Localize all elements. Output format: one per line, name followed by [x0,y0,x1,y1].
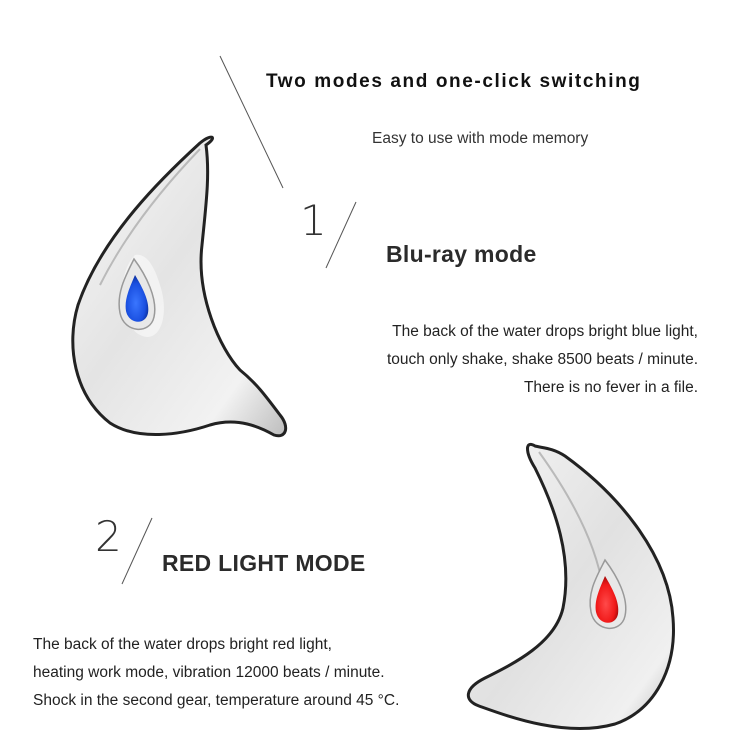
page-subheadline: Easy to use with mode memory [372,130,589,147]
description-line: heating work mode, vibration 12000 beats… [33,664,385,681]
blue-led-icon [118,257,156,331]
mode-number-1: 1 [300,196,327,245]
description-line: touch only shake, shake 8500 beats / min… [386,351,698,368]
page-headline: Two modes and one-click switching [266,71,642,92]
description-line: Shock in the second gear, temperature ar… [33,692,400,709]
mode-description-blu-ray: The back of the water drops bright blue … [387,318,698,402]
gua-sha-device-red-icon [467,443,675,730]
mode-title-blu-ray: Blu-ray mode [386,241,537,267]
mode-number-2: 2 [95,512,122,561]
description-line: The back of the water drops bright red l… [33,636,332,653]
red-led-icon [589,558,627,630]
description-line: There is no fever in a file. [523,379,698,396]
mode-title-red-light: RED LIGHT MODE [162,550,366,576]
mode-description-red-light: The back of the water drops bright red l… [33,631,399,715]
description-line: The back of the water drops bright blue … [392,323,698,340]
gua-sha-device-blue-icon [71,135,288,438]
